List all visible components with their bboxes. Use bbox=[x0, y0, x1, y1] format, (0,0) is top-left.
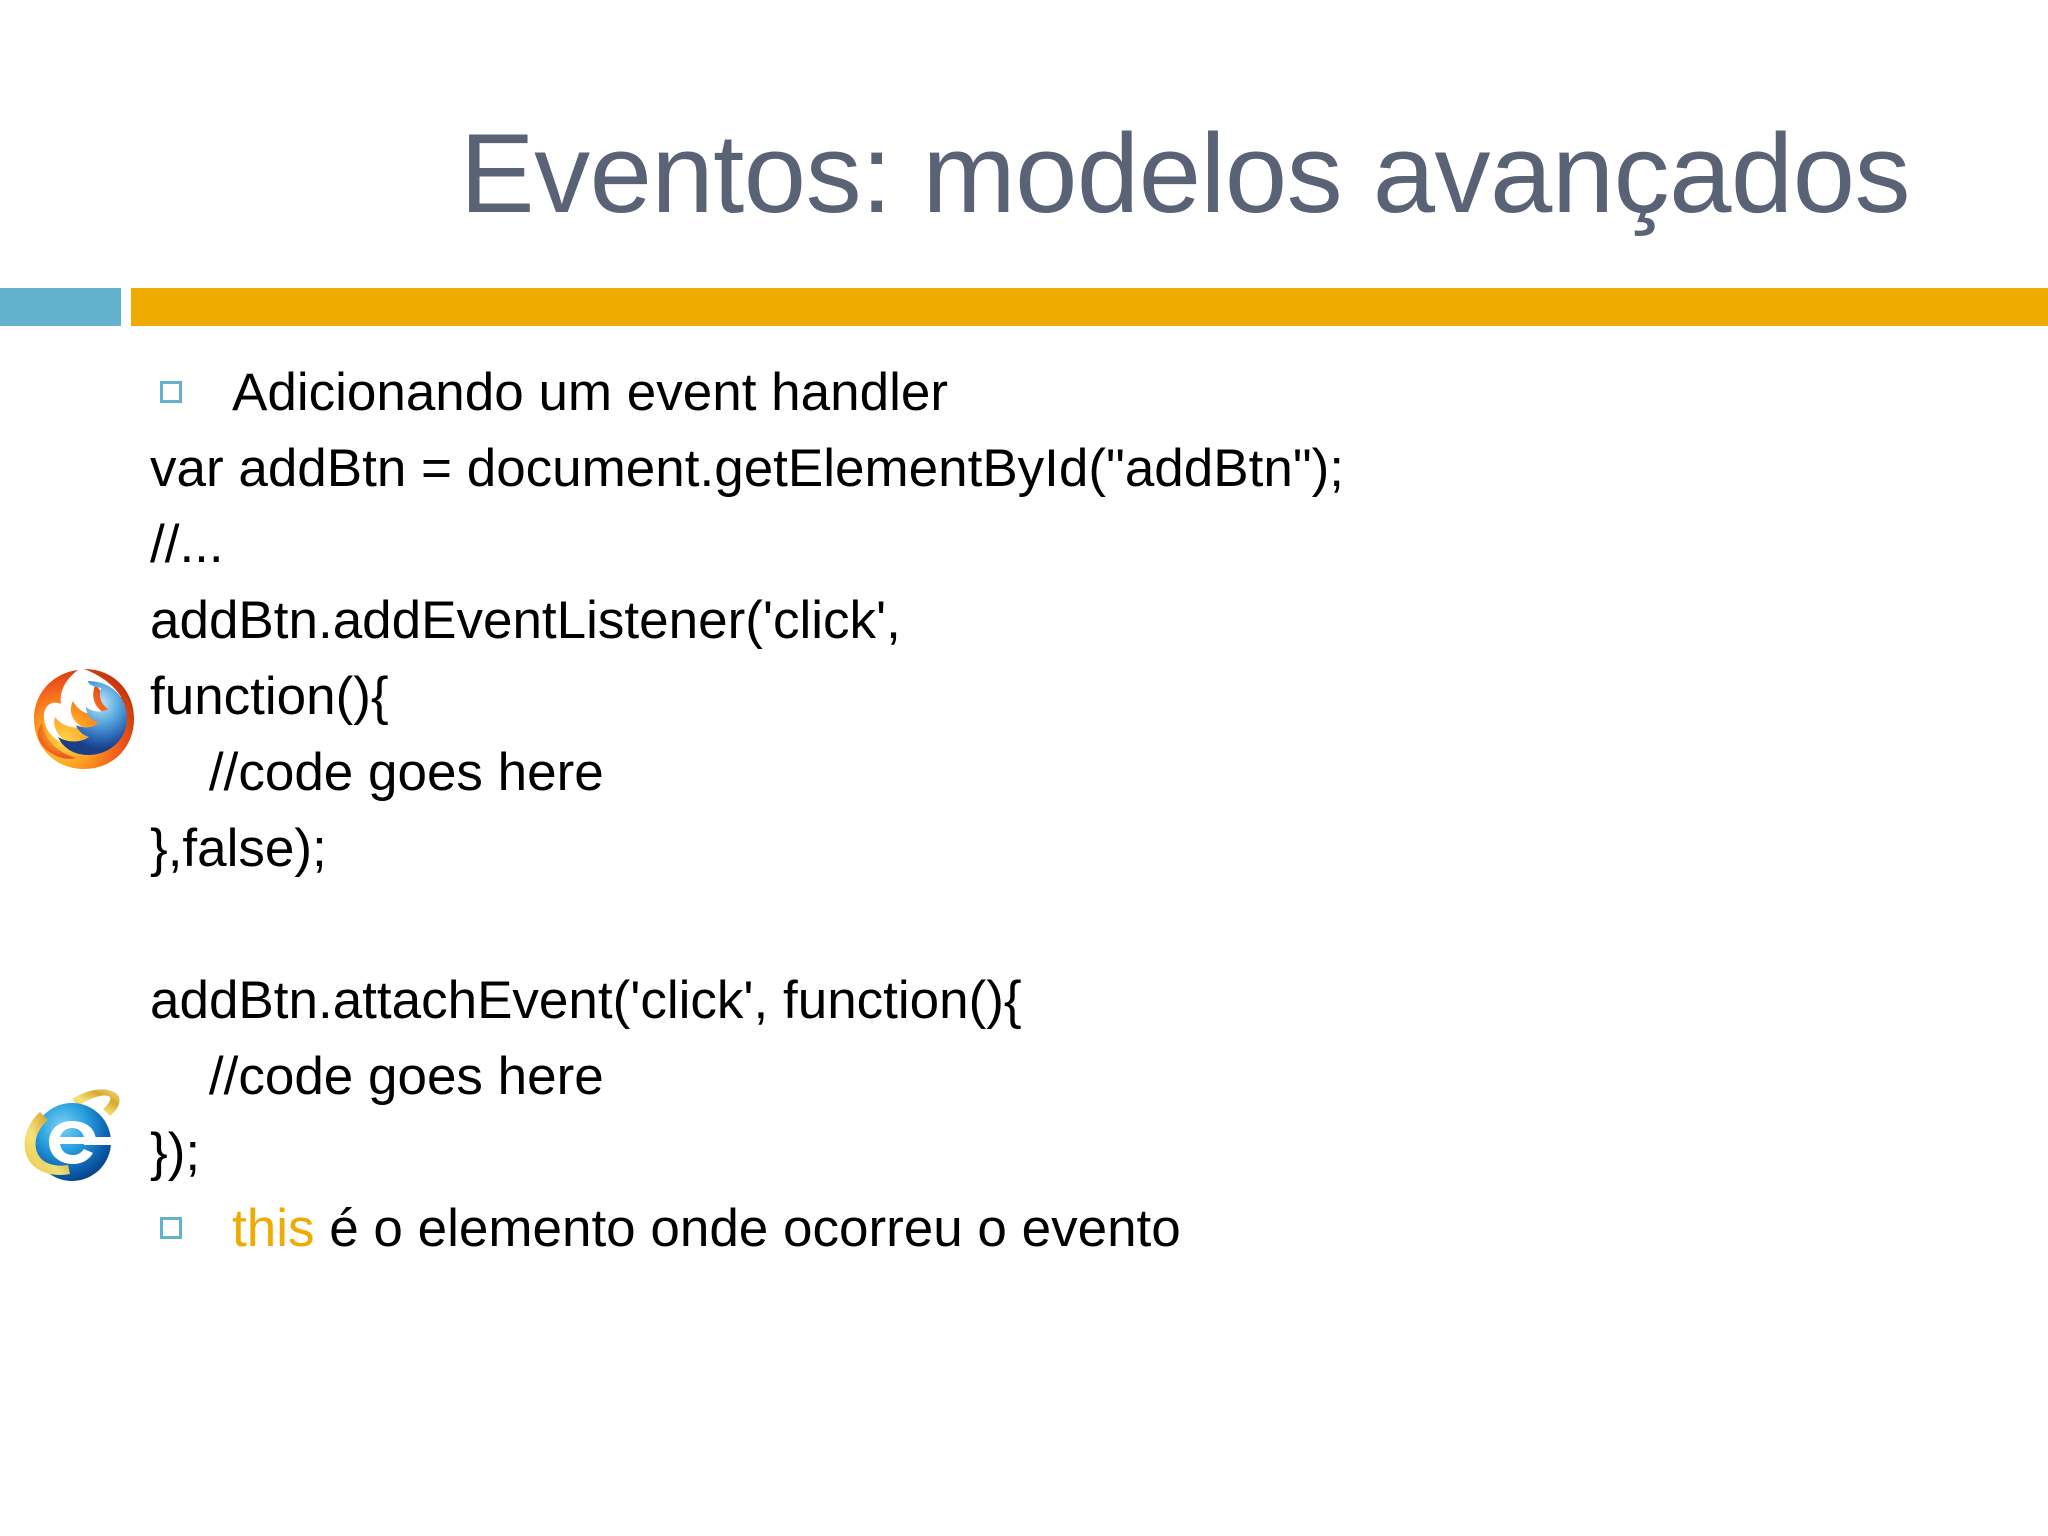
code-line: var addBtn = document.getElementById("ad… bbox=[150, 431, 1990, 507]
firefox-logo bbox=[28, 663, 140, 775]
divider-accent-orange bbox=[131, 288, 2048, 326]
line-text: é o elemento onde ocorreu o evento bbox=[314, 1199, 1181, 1258]
line-text: //code goes here bbox=[150, 1047, 604, 1106]
code-line: function(){ bbox=[150, 659, 1990, 735]
line-text: addBtn.attachEvent('click', function(){ bbox=[150, 971, 1022, 1030]
code-line: }); bbox=[150, 1115, 1990, 1191]
title-divider bbox=[0, 288, 2048, 326]
code-line: //... bbox=[150, 507, 1990, 583]
code-line: addBtn.addEventListener('click', bbox=[150, 583, 1990, 659]
line-text: Adicionando um event handler bbox=[232, 363, 948, 422]
line-text: //code goes here bbox=[150, 743, 604, 802]
code-line: },false); bbox=[150, 811, 1990, 887]
square-bullet-icon bbox=[160, 1217, 182, 1239]
line-text: function(){ bbox=[150, 667, 389, 726]
slide-title-container: Eventos: modelos avançados bbox=[120, 80, 1911, 236]
line-text: var addBtn = document.getElementById("ad… bbox=[150, 439, 1345, 498]
line-text: //... bbox=[150, 515, 224, 574]
divider-accent-blue bbox=[0, 288, 121, 326]
keyword-this: this bbox=[232, 1199, 315, 1258]
line-text: },false); bbox=[150, 819, 327, 878]
code-line: //code goes here bbox=[150, 1039, 1990, 1115]
code-line: //code goes here bbox=[150, 735, 1990, 811]
internet-explorer-logo bbox=[18, 1082, 130, 1194]
bullet-list-item: Adicionando um event handler bbox=[150, 355, 1990, 431]
square-bullet-icon bbox=[160, 381, 182, 403]
bullet-list-item-this: this é o elemento onde ocorreu o evento bbox=[150, 1191, 1990, 1267]
line-text: addBtn.addEventListener('click', bbox=[150, 591, 901, 650]
slide-body: Adicionando um event handler var addBtn =… bbox=[150, 355, 1990, 1267]
line-text: }); bbox=[150, 1123, 201, 1182]
code-line bbox=[150, 887, 1990, 963]
page-title: Eventos: modelos avançados bbox=[459, 111, 1911, 236]
code-line: addBtn.attachEvent('click', function(){ bbox=[150, 963, 1990, 1039]
